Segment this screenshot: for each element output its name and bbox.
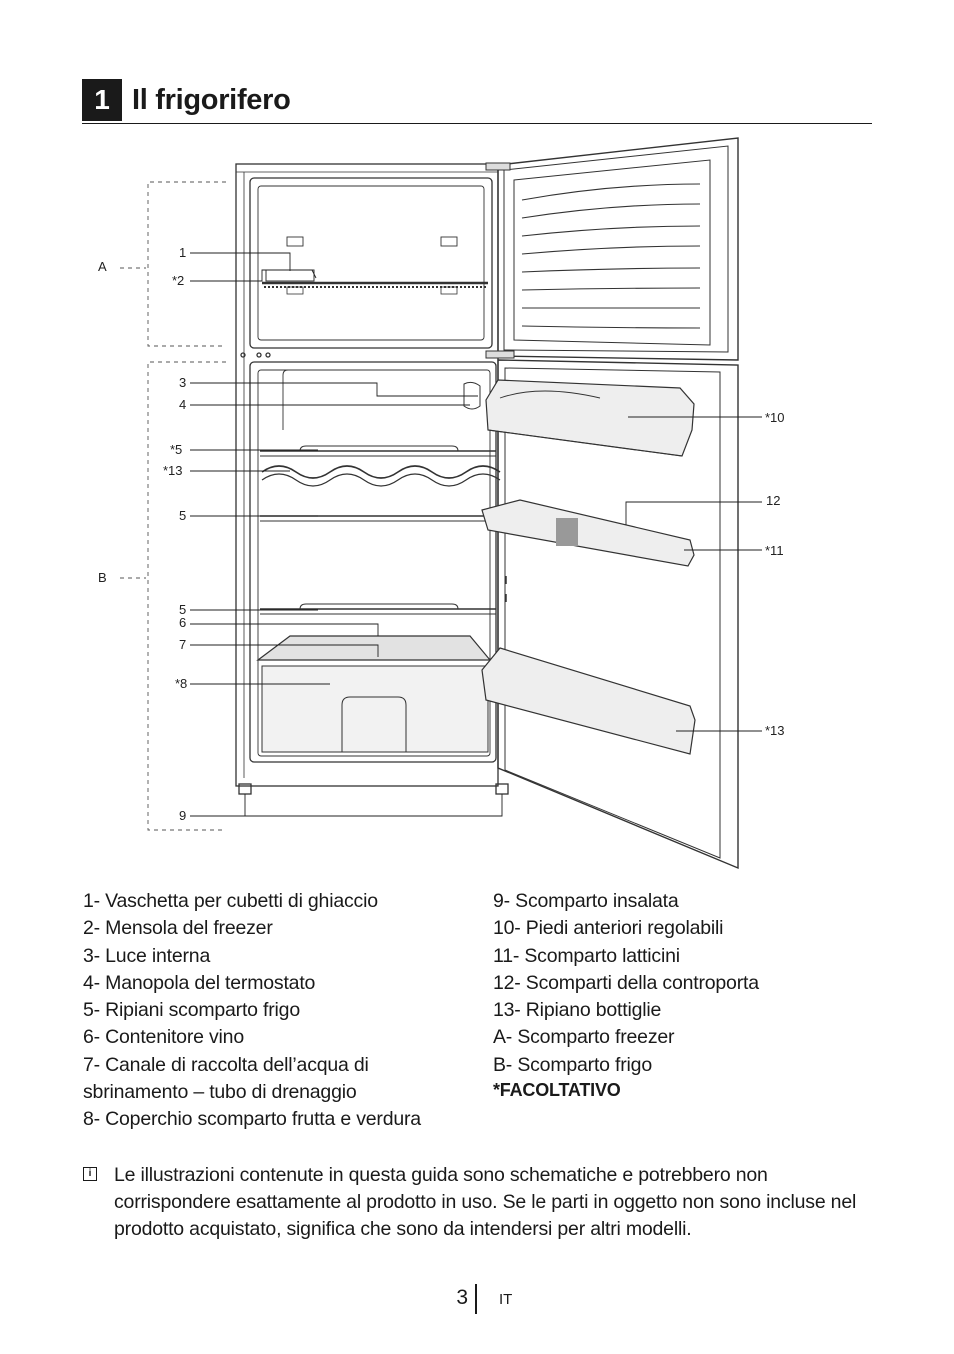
legend-left-column: 1- Vaschetta per cubetti di ghiaccio 2- …	[83, 888, 473, 1134]
freezer-door	[485, 137, 739, 361]
callout-13-left: *13	[163, 463, 183, 478]
callout-7: 7	[179, 637, 186, 652]
callout-B: B	[98, 570, 107, 585]
fridge-compartment	[240, 352, 507, 763]
fridge-door	[481, 359, 739, 870]
legend-item: B- Scomparto frigo	[493, 1053, 652, 1076]
callout-5-upper: 5	[179, 508, 186, 523]
legend-item: 11- Scomparto latticini	[493, 944, 680, 967]
refrigerator-diagram: A B 1 *2 3 4 *5 *13 5 5 6 7 *8 9 *10 12 …	[98, 137, 785, 870]
legend-item: 5- Ripiani scomparto frigo	[83, 999, 300, 1022]
callout-6: 6	[179, 615, 186, 630]
page-title: Il frigorifero	[132, 84, 291, 116]
page-footer: 3 IT	[0, 1284, 954, 1314]
freezer-compartment	[249, 177, 493, 349]
callout-2: *2	[172, 273, 184, 288]
info-note: i Le illustrazioni contenute in questa g…	[83, 1162, 873, 1243]
legend-item: A- Scomparto freezer	[493, 1026, 675, 1049]
footer-separator	[475, 1284, 477, 1314]
callout-12: 12	[766, 493, 780, 508]
callout-A: A	[98, 259, 107, 274]
legend-item: 9- Scomparto insalata	[493, 890, 679, 912]
callout-5-lower: 5	[179, 602, 186, 617]
legend-item: 2- Mensola del freezer	[83, 917, 273, 940]
note-text: Le illustrazioni contenute in questa gui…	[114, 1164, 857, 1240]
callout-9: 9	[179, 808, 186, 823]
legend-item: 12- Scomparti della controporta	[493, 971, 759, 994]
legend-item: 6- Contenitore vino	[83, 1026, 244, 1049]
legend-item: 4- Manopola del termostato	[83, 971, 316, 994]
callout-11: *11	[765, 543, 784, 558]
callout-10: *10	[765, 410, 785, 425]
page-number: 3	[456, 1286, 468, 1309]
legend-item: 13- Ripiano bottiglie	[493, 999, 662, 1022]
language-code: IT	[499, 1291, 513, 1308]
callout-4: 4	[179, 397, 186, 412]
callout-5-optional: *5	[170, 442, 182, 457]
callout-1: 1	[179, 245, 186, 260]
callout-13-right: *13	[765, 723, 785, 738]
section-number: 1	[82, 79, 122, 121]
callout-8: *8	[175, 676, 187, 691]
legend-item: 1- Vaschetta per cubetti di ghiaccio	[83, 890, 378, 912]
legend-item: 10- Piedi anteriori regolabili	[493, 917, 724, 940]
legend-item: 3- Luce interna	[83, 944, 211, 967]
optional-note: *FACOLTATIVO	[493, 1080, 621, 1101]
legend-right-column: 9- Scomparto insalata 10- Piedi anterior…	[493, 888, 883, 1101]
legend-item: 7- Canale di raccolta dell’acqua di sbri…	[83, 1053, 369, 1104]
legend-item: 8- Coperchio scomparto frutta e verdura	[83, 1108, 421, 1131]
section-heading: 1 Il frigorifero	[82, 79, 872, 124]
callout-3: 3	[179, 375, 186, 390]
info-icon: i	[83, 1167, 97, 1181]
